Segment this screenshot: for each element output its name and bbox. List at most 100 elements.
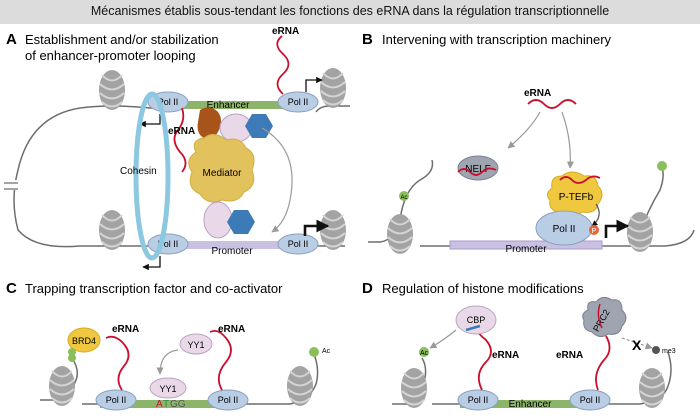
ac-label: Ac — [420, 350, 429, 357]
erna-label-2: eRNA — [218, 324, 245, 335]
nucleosome — [319, 67, 347, 109]
title-bar: Mécanismes établis sous-tendant les fonc… — [0, 0, 700, 24]
pol-ii-label: Pol II — [288, 239, 309, 249]
promoter-region — [185, 241, 285, 249]
panel-b-heading: Intervening with transcription machinery — [382, 32, 612, 47]
pol-ii-label: Pol II — [158, 239, 179, 249]
erna-strand — [595, 335, 611, 391]
pol-ii-label: Pol II — [288, 97, 309, 107]
erna-label-1: eRNA — [112, 324, 139, 335]
nucleosome — [638, 367, 666, 409]
prc2-complex — [582, 296, 627, 338]
erna-to-ptefb-arrow — [561, 111, 575, 169]
erna-strand — [276, 35, 290, 95]
pol-ii-label: Pol II — [158, 97, 179, 107]
acetylation-arrow — [429, 329, 457, 349]
nucleosome — [400, 367, 428, 409]
nelf-complex — [457, 155, 499, 181]
antisense-arrow — [142, 256, 161, 271]
phosphorylation-arrow — [591, 203, 600, 227]
pol-ii-right — [569, 389, 611, 411]
erna-label-top: eRNA — [272, 26, 299, 37]
panel-b: B Intervening with transcription machine… — [362, 31, 695, 255]
erna-strand — [173, 107, 187, 173]
panel-c-letter: C — [6, 280, 17, 297]
phospho-mark — [589, 225, 599, 235]
enhancer-region — [460, 400, 600, 408]
ptefb-label: P-TEFb — [559, 192, 594, 203]
erna-bound-ptefb — [559, 175, 601, 184]
ptefb-complex — [546, 171, 603, 217]
pol-ii-label: Pol II — [218, 395, 239, 405]
panel-d-letter: D — [362, 280, 373, 297]
ac-mark — [399, 191, 409, 201]
tss-arrow-strong — [604, 219, 630, 238]
promoter-label: Promoter — [505, 244, 547, 255]
enhancer-region — [100, 400, 230, 408]
panel-c: C Trapping transcription factor and co-a… — [6, 280, 331, 411]
antisense-arrow — [139, 114, 161, 128]
dna-break-mark — [4, 182, 18, 190]
nucleosome — [98, 209, 126, 251]
cbp-protein — [455, 305, 497, 335]
panel-a-heading-1: Establishment and/or stabilization — [25, 32, 219, 47]
methylation-arrow-blocked — [621, 337, 653, 350]
erna-label-mid: eRNA — [168, 126, 195, 137]
brd4-label: BRD4 — [72, 336, 96, 346]
panel-b-letter: B — [362, 31, 373, 48]
ac-label: Ac — [322, 348, 331, 355]
ac-mark — [419, 347, 429, 357]
erna-strand — [527, 99, 577, 109]
pol-ii-label: Pol II — [468, 395, 489, 405]
nucleosome — [626, 211, 654, 253]
block-mark: X — [632, 337, 642, 353]
yy1-label-top: YY1 — [187, 340, 204, 350]
nucleosome — [286, 365, 314, 407]
histone-mark — [68, 354, 76, 362]
nucleosome — [386, 213, 414, 255]
cbp-binding-site — [465, 324, 481, 332]
histone-mark — [68, 348, 76, 356]
cohesin-ring — [133, 91, 171, 261]
erna-bound-nelf — [457, 167, 497, 176]
panel-d-heading: Regulation of histone modifications — [382, 281, 584, 296]
phospho-label: P — [592, 228, 597, 235]
promoter-region — [449, 240, 603, 250]
erna-label: eRNA — [524, 88, 551, 99]
me3-mark — [652, 346, 660, 354]
me3-label: me3 — [662, 348, 676, 355]
erna-label-1: eRNA — [492, 350, 519, 361]
erna-to-nelf-arrow — [507, 111, 541, 149]
nelf-label: NELF — [465, 164, 491, 175]
mediator-complex — [188, 134, 255, 203]
hexagon-factor — [227, 210, 255, 234]
enhancer-region — [165, 101, 285, 109]
panel-a: A Establishment and/or stabilization of … — [2, 26, 350, 271]
motif-gg: GG — [170, 399, 186, 410]
yy1-protein-free — [179, 333, 213, 355]
mediator-label: Mediator — [203, 168, 243, 179]
pol-ii-right — [207, 389, 249, 411]
coactivator-blob — [203, 201, 233, 239]
panel-a-heading-2: of enhancer-promoter looping — [25, 48, 196, 63]
pol-ii-promoter-right — [277, 233, 319, 255]
ac-label: Ac — [400, 195, 407, 201]
cohesin-label: Cohesin — [120, 166, 157, 177]
dna-strand — [420, 229, 695, 247]
erna-label-2: eRNA — [556, 350, 583, 361]
mediator-subunit — [197, 107, 221, 140]
yy1-protein-bound — [149, 377, 187, 399]
pol-ii-label: Pol II — [553, 224, 576, 235]
ac-mark — [309, 347, 319, 357]
enhancer-label: Enhancer — [207, 100, 250, 111]
figure-title: Mécanismes établis sous-tendant les fonc… — [90, 4, 610, 18]
pol-ii-label: Pol II — [580, 395, 601, 405]
promoter-label: Promoter — [211, 246, 253, 257]
hexagon-factor — [245, 114, 273, 138]
pol-ii-left — [95, 389, 137, 411]
erna-strand — [105, 335, 130, 391]
motif-a: A — [156, 399, 163, 410]
tss-arrow-strong — [303, 219, 330, 236]
